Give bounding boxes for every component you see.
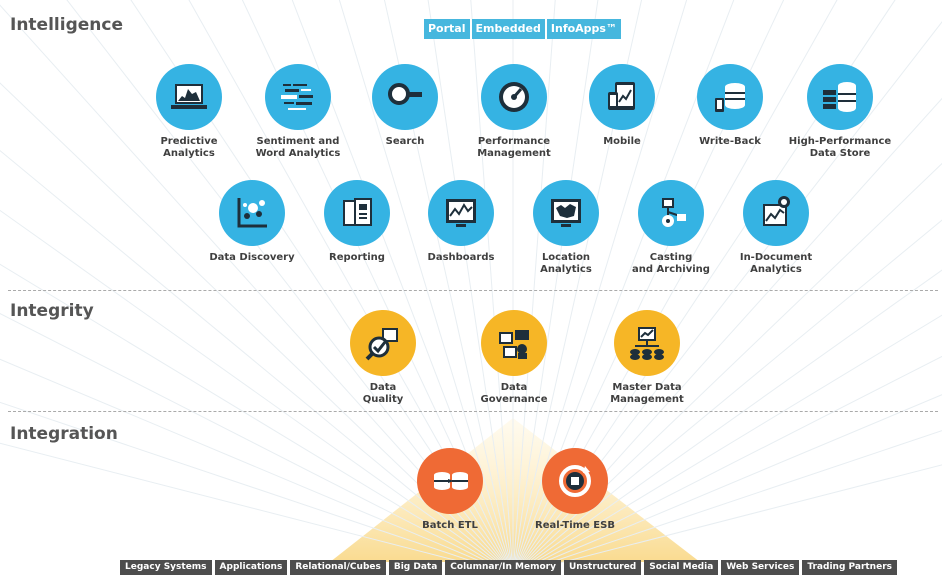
circle (156, 64, 222, 130)
quality-check-icon (365, 328, 398, 361)
source-applications: Applications (214, 560, 288, 575)
broadcast-archive-icon (662, 198, 686, 227)
circle (350, 310, 416, 376)
section-divider (8, 290, 938, 291)
node-label: Real-Time ESB (535, 520, 615, 531)
source-trading-partners: Trading Partners (802, 560, 897, 575)
governance-icon (499, 330, 529, 359)
circle (324, 180, 390, 246)
circle (743, 180, 809, 246)
node-write-back[interactable]: Write-Back (670, 64, 790, 148)
source-unstructured: Unstructured (563, 560, 642, 575)
dashboard-screen-icon (446, 199, 476, 227)
tab-portal[interactable]: Portal (424, 19, 470, 39)
source-web-services: Web Services (721, 560, 800, 575)
batch-etl-icon (434, 472, 468, 490)
report-pages-icon (343, 198, 372, 226)
node-label: Dashboards (427, 252, 495, 263)
node-dashboards[interactable]: Dashboards (401, 180, 521, 264)
data-sources-bar: Legacy Systems Applications Relational/C… (120, 560, 897, 575)
source-relational-cubes: Relational/Cubes (290, 560, 386, 575)
circle (481, 310, 547, 376)
tab-embedded[interactable]: Embedded (471, 19, 545, 39)
document-chart-icon (763, 196, 790, 226)
circle (428, 180, 494, 246)
circle (417, 448, 483, 514)
node-batch-etl[interactable]: Batch ETL (390, 448, 510, 532)
gauge-icon (499, 82, 529, 112)
node-label: Batch ETL (422, 520, 478, 531)
section-title-integrity: Integrity (10, 301, 94, 321)
master-data-icon (630, 327, 664, 360)
database-write-icon (715, 83, 745, 112)
circle (533, 180, 599, 246)
circle (265, 64, 331, 130)
circle (542, 448, 608, 514)
delivery-tabs: Portal Embedded InfoApps™ (424, 19, 621, 39)
node-label: Reporting (329, 252, 385, 263)
scatter-plot-icon (237, 198, 267, 228)
circle (589, 64, 655, 130)
section-divider (8, 411, 938, 412)
circle (219, 180, 285, 246)
circle (697, 64, 763, 130)
realtime-esb-icon (559, 465, 591, 497)
circle (614, 310, 680, 376)
node-label: Data Discovery (209, 252, 295, 263)
node-reporting[interactable]: Reporting (297, 180, 417, 264)
source-columnar-in-memory: Columnar/In Memory (445, 560, 561, 575)
source-big-data: Big Data (388, 560, 443, 575)
laptop-chart-icon (171, 84, 207, 109)
node-mobile[interactable]: Mobile (562, 64, 682, 148)
mobile-devices-icon (608, 82, 635, 110)
map-screen-icon (551, 199, 581, 227)
source-legacy-systems: Legacy Systems (120, 560, 212, 575)
node-label: Write-Back (699, 136, 761, 147)
node-data-discovery[interactable]: Data Discovery (192, 180, 312, 264)
magnifier-icon (388, 83, 422, 105)
word-cloud-icon (281, 84, 313, 110)
tab-infoapps[interactable]: InfoApps™ (546, 19, 621, 39)
node-real-time-esb[interactable]: Real-Time ESB (515, 448, 635, 532)
circle (372, 64, 438, 130)
circle (481, 64, 547, 130)
section-title-intelligence: Intelligence (10, 15, 123, 35)
circle (638, 180, 704, 246)
node-label: Mobile (603, 136, 641, 147)
section-title-integration: Integration (10, 424, 118, 444)
circle (807, 64, 873, 130)
source-social-media: Social Media (644, 560, 719, 575)
server-stack-icon (823, 82, 856, 112)
node-label: Search (385, 136, 425, 147)
node-search[interactable]: Search (345, 64, 465, 148)
